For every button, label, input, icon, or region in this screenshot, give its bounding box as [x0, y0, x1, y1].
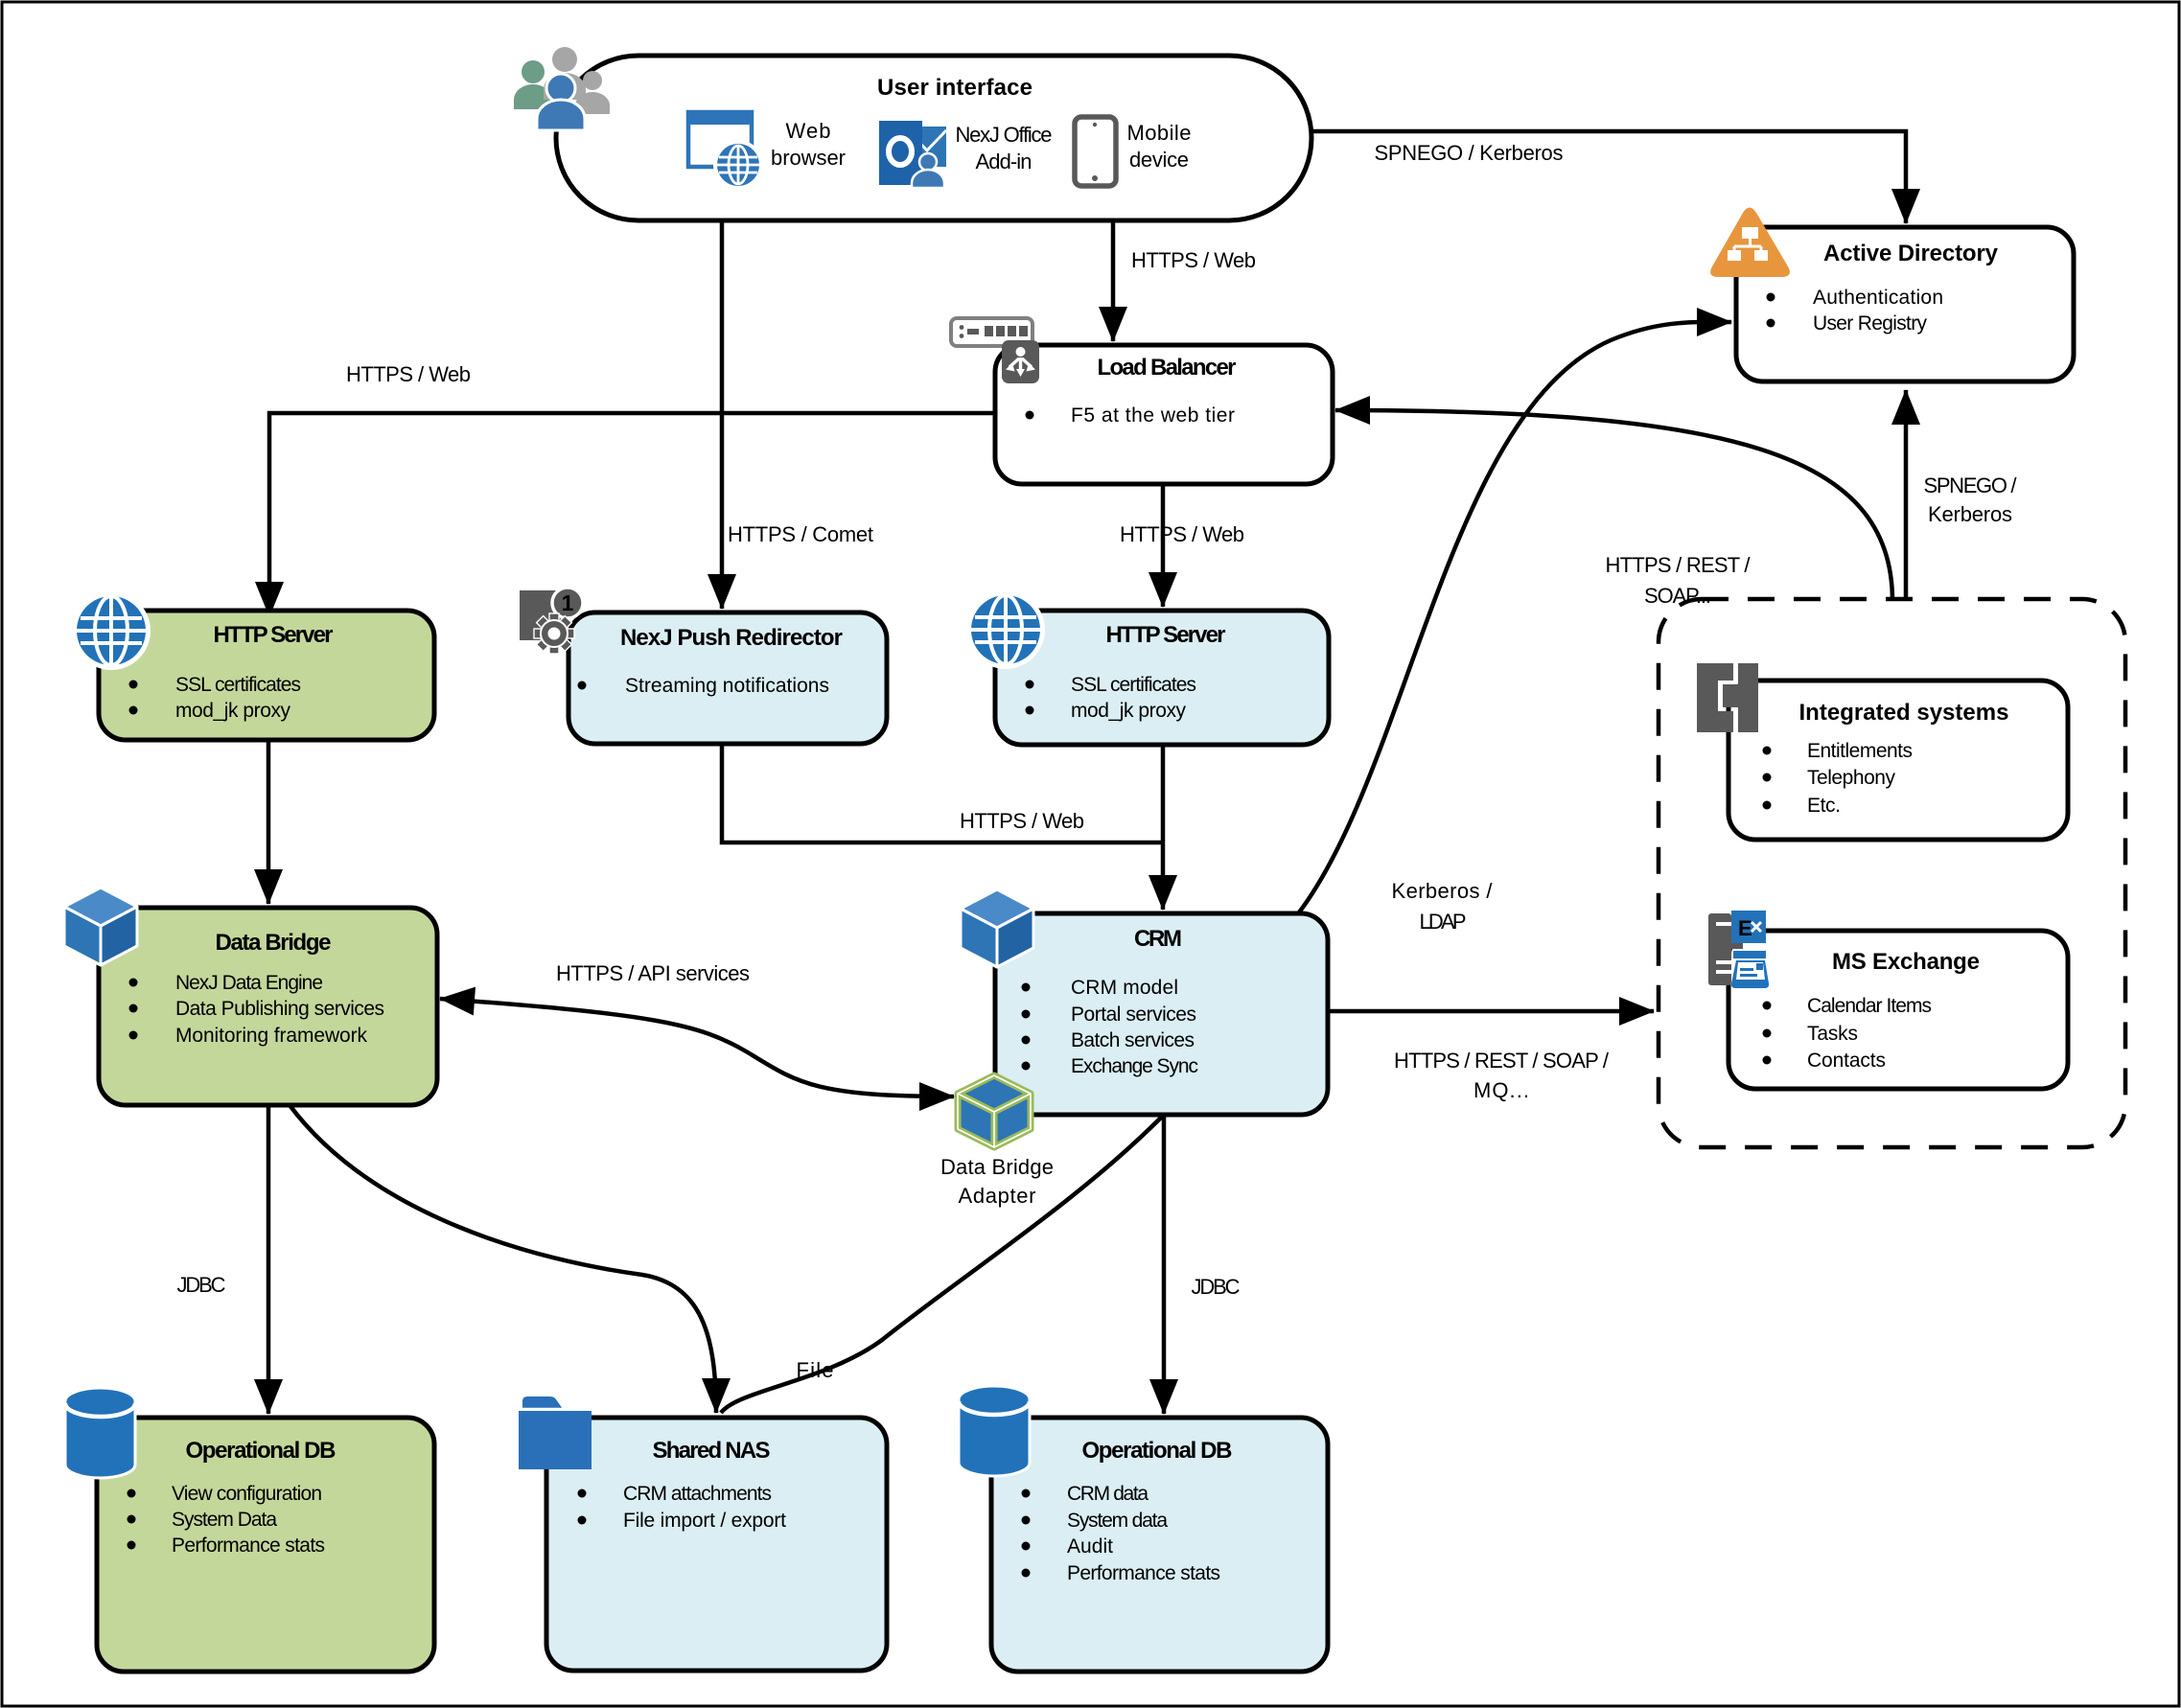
- svg-text:File: File: [797, 1358, 834, 1382]
- svg-text:Batch services: Batch services: [1071, 1029, 1195, 1051]
- svg-text:Data Bridge: Data Bridge: [940, 1155, 1054, 1179]
- svg-text:System data: System data: [1067, 1510, 1168, 1532]
- svg-text:HTTPS / Web: HTTPS / Web: [960, 809, 1084, 833]
- svg-text:Authentication: Authentication: [1813, 287, 1943, 309]
- svg-text:Etc.: Etc.: [1807, 795, 1841, 817]
- svg-text:View configuration: View configuration: [172, 1483, 322, 1505]
- svg-text:Web: Web: [786, 119, 831, 143]
- svg-text:SOAP...: SOAP...: [1644, 584, 1711, 608]
- svg-text:HTTPS / Comet: HTTPS / Comet: [728, 522, 873, 546]
- svg-text:SSL certificates: SSL certificates: [1071, 674, 1196, 696]
- svg-text:Integrated systems: Integrated systems: [1799, 700, 2009, 726]
- svg-text:Shared NAS: Shared NAS: [653, 1438, 771, 1464]
- svg-text:MS Exchange: MS Exchange: [1832, 949, 1980, 975]
- svg-text:HTTPS / REST /: HTTPS / REST /: [1606, 553, 1752, 577]
- svg-text:Contacts: Contacts: [1807, 1050, 1886, 1072]
- svg-text:Data Bridge: Data Bridge: [216, 930, 332, 956]
- svg-text:Data Publishing services: Data Publishing services: [175, 998, 384, 1020]
- svg-text:Performance stats: Performance stats: [172, 1535, 325, 1557]
- svg-text:NexJ Data Engine: NexJ Data Engine: [175, 972, 323, 994]
- svg-text:CRM attachments: CRM attachments: [623, 1483, 772, 1505]
- svg-text:mod_jk proxy: mod_jk proxy: [1071, 700, 1187, 722]
- svg-text:browser: browser: [771, 146, 846, 170]
- svg-text:HTTPS / REST / SOAP /: HTTPS / REST / SOAP /: [1394, 1049, 1610, 1073]
- svg-text:System Data: System Data: [172, 1509, 277, 1531]
- svg-text:LDAP: LDAP: [1420, 910, 1467, 934]
- svg-text:Adapter: Adapter: [959, 1184, 1036, 1208]
- svg-text:CRM data: CRM data: [1067, 1483, 1149, 1505]
- svg-text:1: 1: [562, 590, 574, 615]
- svg-text:NexJ Push Redirector: NexJ Push Redirector: [620, 625, 843, 651]
- svg-text:SSL certificates: SSL certificates: [175, 674, 301, 696]
- svg-text:CRM model: CRM model: [1071, 977, 1178, 999]
- svg-text:Mobile: Mobile: [1127, 121, 1192, 145]
- svg-text:mod_jk proxy: mod_jk proxy: [175, 700, 291, 722]
- svg-text:Audit: Audit: [1067, 1535, 1113, 1558]
- svg-text:HTTPS / Web: HTTPS / Web: [1131, 248, 1256, 272]
- svg-text:Streaming notifications: Streaming notifications: [625, 675, 829, 697]
- svg-text:Load Balancer: Load Balancer: [1098, 355, 1237, 381]
- svg-text:Add-in: Add-in: [976, 150, 1032, 173]
- svg-text:Monitoring framework: Monitoring framework: [175, 1025, 368, 1047]
- svg-text:Operational DB: Operational DB: [186, 1438, 336, 1464]
- svg-text:E: E: [1738, 916, 1752, 940]
- svg-text:Telephony: Telephony: [1807, 767, 1896, 789]
- svg-text:Tasks: Tasks: [1807, 1023, 1858, 1045]
- svg-text:HTTP Server: HTTP Server: [1106, 622, 1226, 648]
- svg-text:Kerberos /: Kerberos /: [1392, 879, 1494, 903]
- svg-text:HTTP Server: HTTP Server: [214, 622, 334, 648]
- svg-text:JDBC: JDBC: [1192, 1275, 1241, 1299]
- svg-text:Operational DB: Operational DB: [1082, 1438, 1233, 1464]
- svg-text:HTTPS / Web: HTTPS / Web: [1120, 522, 1244, 546]
- svg-text:File import / export: File import / export: [623, 1510, 786, 1532]
- svg-text:device: device: [1129, 148, 1189, 172]
- svg-text:HTTPS / API services: HTTPS / API services: [556, 961, 750, 985]
- svg-text:HTTPS / Web: HTTPS / Web: [346, 362, 471, 386]
- svg-text:F5 at the web tier: F5 at the web tier: [1071, 404, 1235, 427]
- svg-text:Active Directory: Active Directory: [1823, 241, 1999, 266]
- svg-text:User interface: User interface: [877, 75, 1032, 101]
- svg-text:CRM: CRM: [1134, 926, 1182, 952]
- svg-text:MQ...: MQ...: [1473, 1078, 1529, 1102]
- svg-text:NexJ Office: NexJ Office: [956, 123, 1053, 147]
- svg-text:SPNEGO / Kerberos: SPNEGO / Kerberos: [1375, 141, 1564, 165]
- svg-text:Portal services: Portal services: [1071, 1004, 1196, 1026]
- svg-text:Entitlements: Entitlements: [1807, 740, 1913, 762]
- svg-text:Exchange Sync: Exchange Sync: [1071, 1055, 1198, 1077]
- svg-text:Calendar Items: Calendar Items: [1807, 995, 1932, 1017]
- svg-text:SPNEGO /: SPNEGO /: [1924, 473, 2018, 497]
- svg-text:JDBC: JDBC: [177, 1273, 226, 1297]
- svg-text:User Registry: User Registry: [1813, 312, 1928, 335]
- svg-text:Kerberos: Kerberos: [1928, 502, 2012, 526]
- svg-text:Performance stats: Performance stats: [1067, 1562, 1220, 1584]
